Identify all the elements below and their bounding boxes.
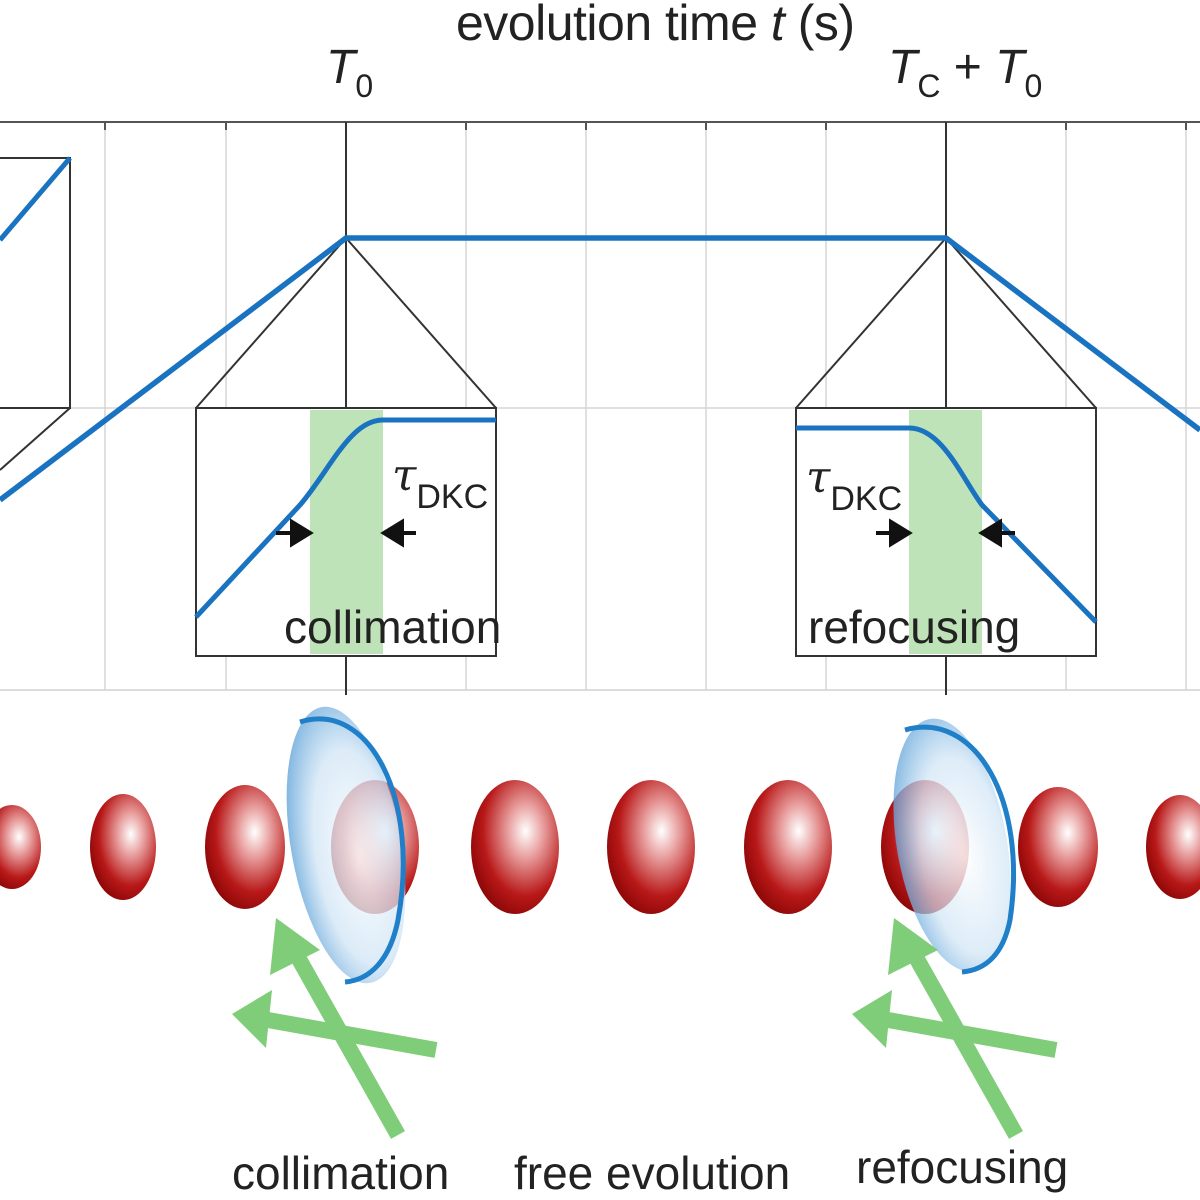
atom-cloud bbox=[205, 785, 285, 909]
refocusing-inset bbox=[795, 407, 1098, 657]
tau-symbol: τ bbox=[806, 452, 831, 503]
tick-label-tc-plus-t0: TC + T0 bbox=[888, 40, 1042, 105]
atom-cloud bbox=[90, 794, 156, 900]
tick-label-t0: T0 bbox=[326, 40, 373, 105]
refocusing-laser-arrows bbox=[852, 918, 1058, 1139]
bottom-label-free-evolution: free evolution bbox=[514, 1147, 791, 1199]
bottom-label-collimation: collimation bbox=[232, 1147, 450, 1199]
refocusing-tau-label: τDKC bbox=[806, 452, 902, 519]
collimation-laser-arrows bbox=[232, 918, 438, 1139]
atom-cloud-sequence-2 bbox=[471, 780, 969, 914]
atom-cloud bbox=[471, 780, 559, 914]
refocusing-lens bbox=[893, 718, 1016, 975]
refocusing-inset-curve bbox=[796, 425, 1098, 624]
atom-cloud bbox=[607, 780, 695, 914]
axis-title-variable: t bbox=[770, 0, 785, 51]
atom-cloud-sequence-3 bbox=[1018, 787, 1200, 907]
tick-tc-sub: C bbox=[917, 68, 941, 104]
tick-tc-t0-sub: 0 bbox=[1024, 68, 1043, 104]
atom-cloud bbox=[744, 780, 832, 914]
tick-t0-symbol: T bbox=[326, 41, 356, 94]
left-partial-inset bbox=[0, 156, 72, 471]
tau-symbol: τ bbox=[392, 450, 417, 501]
tick-tc-symbol: T bbox=[888, 41, 918, 94]
atom-cloud bbox=[1146, 795, 1200, 899]
top-tick-marks bbox=[104, 122, 1187, 130]
collimation-dkc-window bbox=[310, 410, 383, 654]
axis-title-unit: (s) bbox=[784, 0, 855, 51]
zoom-connectors bbox=[195, 237, 1097, 409]
tau-subscript: DKC bbox=[830, 480, 903, 518]
collimation-inset bbox=[194, 407, 497, 662]
collimation-tau-label: τDKC bbox=[392, 450, 488, 517]
axis-title: evolution time t (s) bbox=[456, 0, 855, 52]
bottom-label-refocusing: refocusing bbox=[856, 1141, 1069, 1193]
axis-title-prefix: evolution time bbox=[456, 0, 771, 51]
atom-cloud bbox=[0, 805, 41, 889]
collimation-inset-curve bbox=[194, 417, 496, 619]
tick-tc-t0-symbol: T bbox=[995, 41, 1025, 94]
tau-subscript: DKC bbox=[416, 478, 489, 516]
tick-plus: + bbox=[940, 41, 996, 94]
collimation-lens bbox=[286, 706, 406, 985]
atom-cloud bbox=[1018, 787, 1098, 907]
main-trajectory-curve bbox=[0, 235, 1200, 503]
refocusing-inset-label: refocusing bbox=[808, 601, 1021, 653]
tick-t0-sub: 0 bbox=[355, 68, 374, 104]
collimation-inset-label: collimation bbox=[284, 601, 502, 653]
